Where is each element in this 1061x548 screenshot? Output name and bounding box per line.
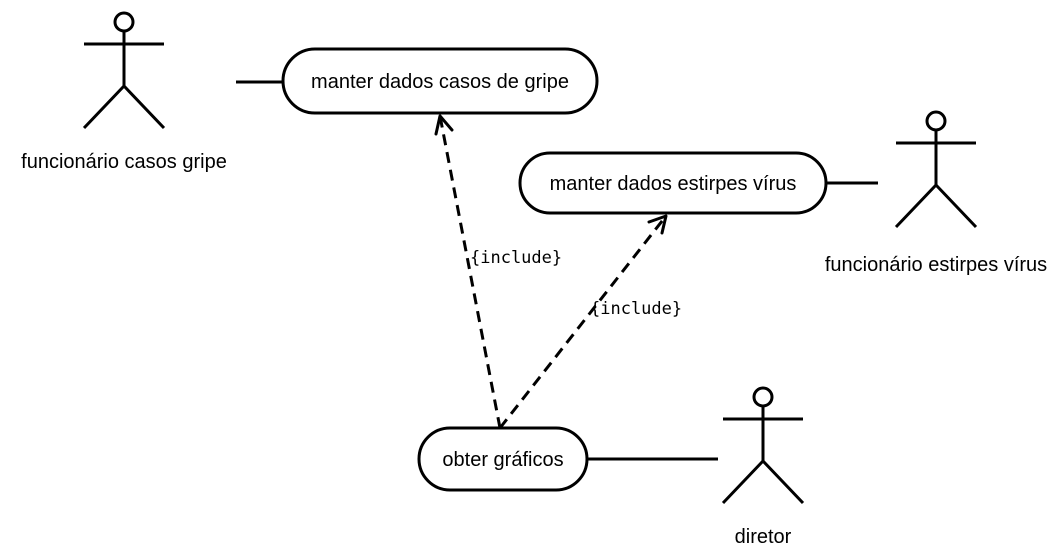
actor-func-estirpes-label: funcionário estirpes vírus <box>825 254 1047 276</box>
use-case-manter-estirpes[interactable]: manter dados estirpes vírus <box>518 151 828 215</box>
actor-func-estirpes-left-leg <box>894 183 938 229</box>
include-dependency-estirpes[interactable] <box>498 214 668 429</box>
include-label-casos: {include} <box>470 248 562 268</box>
actor-diretor[interactable]: diretor <box>721 386 805 548</box>
actor-diretor-right-leg <box>761 459 805 505</box>
use-case-obter-graficos-label: obter gráficos <box>442 449 563 471</box>
include-dependency-casos[interactable] <box>434 114 502 429</box>
use-case-manter-casos-shape <box>281 47 599 115</box>
use-case-manter-casos[interactable]: manter dados casos de gripe <box>281 47 599 115</box>
use-case-obter-graficos-shape <box>417 426 589 492</box>
include-label-estirpes: {include} <box>590 299 682 319</box>
include-casos-arrowhead <box>434 114 454 136</box>
use-case-manter-estirpes-shape <box>518 151 828 215</box>
actor-func-casos-left-leg <box>82 84 126 130</box>
actor-diretor-label: diretor <box>735 526 792 548</box>
include-estirpes-line <box>498 215 668 429</box>
actor-func-estirpes-head <box>925 110 947 132</box>
include-estirpes-arrowhead <box>647 214 668 235</box>
actor-diretor-left-leg <box>721 459 765 505</box>
actor-diretor-head <box>752 386 774 408</box>
actor-func-estirpes-right-leg <box>934 183 978 229</box>
actor-func-estirpes[interactable]: funcionário estirpes vírus <box>825 110 1047 276</box>
use-case-manter-casos-label: manter dados casos de gripe <box>311 71 569 93</box>
actor-func-casos[interactable]: funcionário casos gripe <box>21 11 227 173</box>
actor-func-casos-head <box>113 11 135 33</box>
use-case-manter-estirpes-label: manter dados estirpes vírus <box>550 173 797 195</box>
include-casos-line <box>438 115 502 429</box>
actor-func-casos-label: funcionário casos gripe <box>21 151 227 173</box>
use-case-obter-graficos[interactable]: obter gráficos <box>417 426 589 492</box>
actor-func-casos-right-leg <box>122 84 166 130</box>
